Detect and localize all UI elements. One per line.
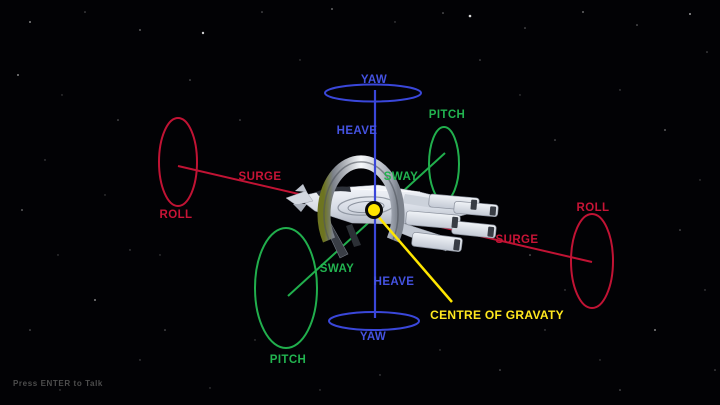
label-pitch-top-right: PITCH — [428, 109, 466, 121]
label-heave-bottom: HEAVE — [373, 276, 415, 288]
label-yaw-top: YAW — [360, 74, 388, 86]
yaw-ellipse-bottom — [328, 311, 420, 331]
starfield — [17, 8, 716, 391]
label-surge-right: SURGE — [495, 234, 539, 246]
label-sway-upper: SWAY — [383, 171, 419, 183]
label-centre-of-gravity: CENTRE OF GRAVATY — [430, 308, 564, 322]
label-pitch-bottom-left: PITCH — [269, 354, 307, 366]
label-roll-left: ROLL — [159, 209, 193, 221]
pitch-ellipse-bottom-left — [254, 227, 318, 349]
talk-prompt: Press ENTER to Talk — [13, 379, 103, 388]
sway-axis-line — [287, 152, 446, 297]
label-heave-top: HEAVE — [336, 125, 378, 137]
yaw-ellipse-top — [324, 83, 422, 103]
label-yaw-bottom: YAW — [359, 331, 387, 343]
centre-of-gravity-leader-line — [375, 213, 453, 303]
centre-of-gravity-marker — [365, 201, 383, 219]
spaceship — [285, 155, 499, 259]
label-surge-left: SURGE — [238, 171, 282, 183]
roll-ellipse-right — [570, 213, 614, 309]
roll-ellipse-left — [158, 117, 198, 207]
label-sway-lower: SWAY — [319, 263, 355, 275]
label-roll-right: ROLL — [576, 202, 610, 214]
